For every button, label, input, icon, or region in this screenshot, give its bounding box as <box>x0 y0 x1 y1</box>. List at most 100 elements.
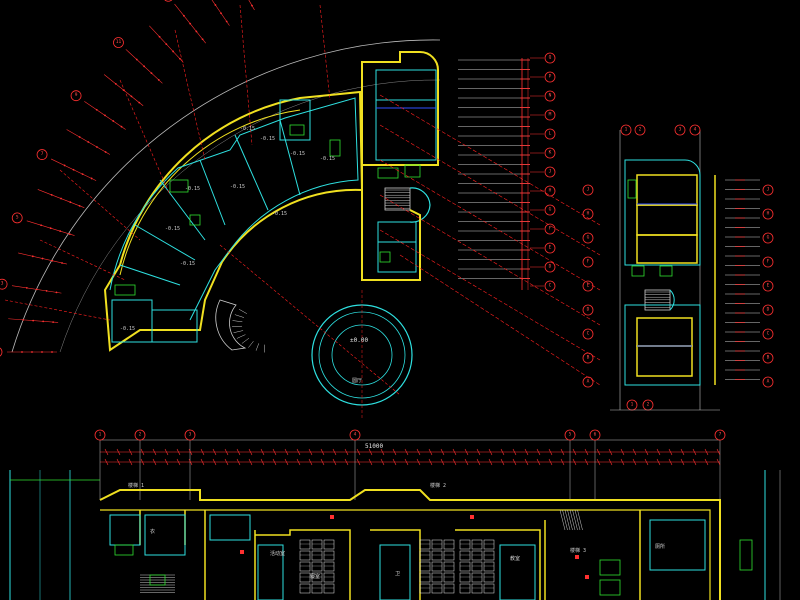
axis-bubble-2: 2 <box>134 429 146 441</box>
svg-text:F: F <box>549 226 552 232</box>
left-plan-bubble-B: B <box>582 352 594 364</box>
bottom-bubble-2: 2 <box>642 399 654 411</box>
right-grid-bubble-D: D <box>544 261 556 273</box>
svg-text:L: L <box>549 131 552 137</box>
axis-bubble-1: 1 <box>94 429 106 441</box>
room-level-tag: -0.15 <box>120 326 135 332</box>
spiral-stair <box>232 308 265 353</box>
room-level-tag: -0.15 <box>290 151 305 157</box>
lower-room-label: 教室 <box>510 555 520 562</box>
left-plan-bubble-G: G <box>582 232 594 244</box>
lower-room-label: 楼梯 1 <box>128 482 144 489</box>
left-plan-bubble-H: H <box>582 208 594 220</box>
radial-grid-bubbles: 13579111315171921 <box>0 0 173 357</box>
right-grid-bubble-K: K <box>544 147 556 159</box>
svg-text:9: 9 <box>75 92 78 98</box>
radial-grid-lines <box>7 0 255 353</box>
right-plan-bubble-C: C <box>762 328 774 340</box>
svg-text:7: 7 <box>41 151 44 157</box>
grid-bubble-9: 9 <box>70 90 82 102</box>
right-plan-bubble-A: A <box>762 376 774 388</box>
right-grid-bubble-H: H <box>544 185 556 197</box>
grid-bubble-1: 1 <box>0 347 3 357</box>
right-grid-bubble-J: J <box>544 166 556 178</box>
svg-text:E: E <box>587 283 590 289</box>
svg-text:C: C <box>587 331 590 337</box>
top-bubble-1: 1 <box>620 124 632 136</box>
svg-text:H: H <box>767 211 770 217</box>
svg-text:C: C <box>767 331 770 337</box>
round-hall-name: 圆厅 <box>352 378 362 384</box>
right-grid-bubble-P: P <box>544 71 556 83</box>
right-grid-bubble-N: N <box>544 90 556 102</box>
svg-text:4: 4 <box>694 127 697 133</box>
axis-bubble-6: 6 <box>589 429 601 441</box>
svg-text:1: 1 <box>631 402 634 408</box>
svg-text:E: E <box>767 283 770 289</box>
overall-dimension: 51000 <box>365 443 383 450</box>
svg-text:A: A <box>587 379 590 385</box>
svg-text:K: K <box>549 150 552 156</box>
svg-text:J: J <box>549 169 552 175</box>
axis-bubble-7: 7 <box>714 429 726 441</box>
room-level-tag: -0.15 <box>165 226 180 232</box>
svg-text:6: 6 <box>594 432 597 438</box>
top-bubble-4: 4 <box>689 124 701 136</box>
grid-bubble-5: 5 <box>11 212 23 224</box>
svg-text:2: 2 <box>139 432 142 438</box>
right-grid-bubble-L: L <box>544 128 556 140</box>
svg-text:2: 2 <box>639 127 642 133</box>
room-level-tag: -0.15 <box>260 136 275 142</box>
right-grid-bubble-E: E <box>544 242 556 254</box>
svg-text:11: 11 <box>116 39 122 45</box>
room-level-tag: -0.15 <box>230 184 245 190</box>
svg-text:3: 3 <box>1 281 4 287</box>
lower-room-label: 楼梯 3 <box>570 547 586 554</box>
right-plan-bubble-D: D <box>762 304 774 316</box>
svg-text:5: 5 <box>569 432 572 438</box>
room-level-tag: -0.15 <box>272 211 287 217</box>
lower-room-label: 衣 <box>150 528 155 535</box>
svg-text:F: F <box>587 259 590 265</box>
left-plan-bubble-D: D <box>582 304 594 316</box>
upper-curved-plan: 13579111315171921 <box>0 0 441 357</box>
svg-text:3: 3 <box>679 127 682 133</box>
round-hall-level: ±0.00 <box>350 337 368 344</box>
svg-text:J: J <box>767 187 770 193</box>
svg-text:3: 3 <box>189 432 192 438</box>
left-plan-bubble-A: A <box>582 376 594 388</box>
room-level-tag: -0.15 <box>180 261 195 267</box>
lower-room-label: 卫 <box>395 571 400 577</box>
svg-text:5: 5 <box>16 214 19 220</box>
axis-bubble-4: 4 <box>349 429 361 441</box>
svg-text:D: D <box>767 307 770 313</box>
lower-room-label: 活动室 <box>270 550 285 557</box>
right-grid-area: Q P N M L K J H G F E D C <box>379 52 601 386</box>
right-grid-bubble-F: F <box>544 223 556 235</box>
grid-bubble-3: 3 <box>0 278 8 290</box>
right-plan-bubble-G: G <box>762 232 774 244</box>
lower-room-label: 寝室 <box>310 573 320 580</box>
left-plan-bubble-C: C <box>582 328 594 340</box>
svg-text:C: C <box>549 283 552 289</box>
svg-text:D: D <box>587 307 590 313</box>
svg-text:P: P <box>549 74 552 80</box>
room-level-tag: -0.15 <box>240 126 255 132</box>
axis-bubble-3: 3 <box>184 429 196 441</box>
svg-text:J: J <box>587 187 590 193</box>
svg-text:E: E <box>549 245 552 251</box>
right-plan-bubble-J: J <box>762 184 774 196</box>
svg-text:1: 1 <box>99 432 102 438</box>
right-plan-bubble-F: F <box>762 256 774 268</box>
right-grid-bubble-Q: Q <box>544 52 556 64</box>
svg-text:G: G <box>587 235 590 241</box>
grid-bubble-13: 13 <box>164 0 173 2</box>
svg-text:H: H <box>587 211 590 217</box>
svg-text:B: B <box>587 355 590 361</box>
right-grid-bubble-C: C <box>544 280 556 292</box>
lower-room-label: 厕所 <box>655 543 665 550</box>
grid-bubble-7: 7 <box>36 149 48 160</box>
svg-text:M: M <box>549 112 552 118</box>
